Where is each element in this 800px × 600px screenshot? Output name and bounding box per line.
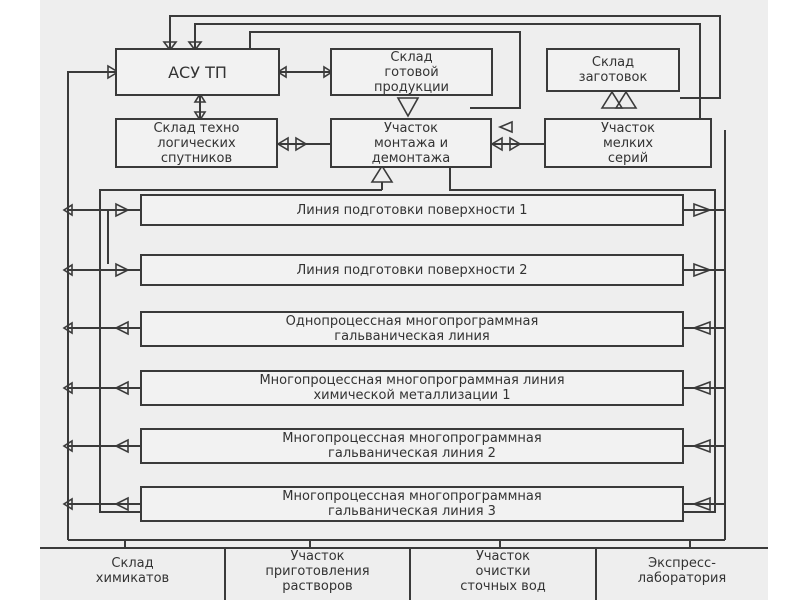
cell-label-line: Склад — [111, 556, 154, 571]
process-line-label: Многопроцессная многопрограммная линия — [259, 373, 565, 388]
process-line-6: Многопроцессная многопрограммная гальван… — [140, 486, 684, 522]
cell-label-line: очистки — [475, 563, 531, 579]
process-line-label: Линия подготовки поверхности 2 — [296, 262, 528, 278]
asu-tp-label: АСУ ТП — [168, 62, 227, 82]
connector — [249, 31, 521, 109]
arrow — [62, 321, 73, 335]
process-line-1: Линия подготовки поверхности 1 — [140, 194, 684, 226]
arrow — [276, 136, 289, 152]
block-label-line: продукции — [374, 79, 449, 95]
block-label-line: Склад — [390, 49, 433, 65]
arrow — [490, 136, 503, 152]
cell-label-line: лаборатория — [637, 571, 727, 586]
arrow — [187, 41, 203, 52]
arrow — [62, 497, 73, 511]
arrow — [62, 439, 73, 453]
small-series-block: Участок мелких серий — [544, 118, 712, 168]
cell-label-line: растворов — [282, 578, 353, 594]
arrow — [114, 380, 129, 396]
arrow — [193, 111, 207, 122]
arrow — [62, 203, 73, 217]
cell-label-line: химикатов — [95, 571, 170, 586]
arrow — [62, 381, 73, 395]
block-label-line: Склад техно — [153, 120, 240, 136]
arrow — [114, 320, 129, 336]
connector — [99, 189, 382, 513]
arrow — [276, 65, 287, 79]
block-label-line: мелких — [602, 135, 654, 151]
process-line-label: гальваническая линия — [334, 329, 490, 344]
arrow — [114, 438, 129, 454]
arrow — [115, 262, 130, 278]
cell-label-line: Экспресс- — [648, 556, 716, 571]
solution-prep-cell: Участок приготовления растворов — [225, 548, 410, 594]
arrow — [691, 380, 711, 396]
arrow — [497, 120, 513, 134]
block-label-line: готовой — [384, 64, 439, 80]
arrow — [691, 496, 711, 512]
arrow — [693, 262, 713, 278]
arrow — [600, 90, 624, 109]
process-line-2: Линия подготовки поверхности 2 — [140, 254, 684, 286]
connector — [449, 168, 716, 513]
block-label-line: Склад — [591, 55, 635, 70]
process-line-4: Многопроцессная многопрограммная линия х… — [140, 370, 684, 406]
arrow — [115, 202, 130, 218]
arrow — [693, 202, 713, 218]
block-label-line: заготовок — [578, 70, 648, 85]
arrow — [295, 136, 308, 152]
assembly-block: Участок монтажа и демонтажа — [330, 118, 492, 168]
block-label-line: демонтажа — [371, 150, 451, 166]
express-lab-cell: Экспресс- лаборатория — [596, 548, 768, 594]
arrow — [614, 90, 638, 109]
arrow — [370, 164, 394, 183]
block-label-line: Участок — [383, 120, 439, 136]
wastewater-cell: Участок очистки сточных вод — [410, 548, 596, 594]
cell-label-line: Участок — [475, 548, 531, 564]
blanks-warehouse-block: Склад заготовок — [546, 48, 680, 92]
arrow — [193, 92, 207, 103]
chemicals-warehouse-cell: Склад химикатов — [40, 548, 225, 594]
arrow — [107, 64, 120, 80]
process-line-label: Линия подготовки поверхности 1 — [296, 202, 528, 218]
finished-goods-block: Склад готовой продукции — [330, 48, 493, 96]
process-line-label: Многопроцессная многопрограммная — [282, 489, 542, 504]
process-line-label: Однопроцессная многопрограммная — [285, 314, 539, 329]
arrow — [62, 263, 73, 277]
connector — [67, 71, 115, 540]
process-line-3: Однопроцессная многопрограммная гальвани… — [140, 311, 684, 347]
cell-label-line: приготовления — [265, 563, 370, 579]
arrow — [162, 41, 178, 52]
asu-tp-block: АСУ ТП — [115, 48, 280, 96]
block-label-line: спутников — [160, 150, 233, 166]
block-label-line: монтажа и — [373, 135, 449, 151]
cell-label-line: сточных вод — [460, 578, 546, 594]
block-label-line: серий — [607, 150, 649, 166]
satellites-warehouse-block: Склад техно логических спутников — [115, 118, 278, 168]
block-label-line: Участок — [600, 120, 656, 136]
arrow — [396, 97, 420, 118]
process-line-label: гальваническая линия 3 — [328, 504, 496, 519]
process-line-5: Многопроцессная многопрограммная гальван… — [140, 428, 684, 464]
arrow — [323, 65, 334, 79]
connector — [169, 15, 721, 99]
process-line-label: гальваническая линия 2 — [328, 446, 496, 461]
process-line-label: химической металлизации 1 — [313, 388, 511, 403]
process-line-label: Многопроцессная многопрограммная — [282, 431, 542, 446]
cell-label-line: Участок — [290, 548, 345, 564]
block-label-line: логических — [157, 135, 236, 151]
arrow — [509, 136, 522, 152]
arrow — [691, 320, 711, 336]
arrow — [114, 496, 129, 512]
arrow — [691, 438, 711, 454]
